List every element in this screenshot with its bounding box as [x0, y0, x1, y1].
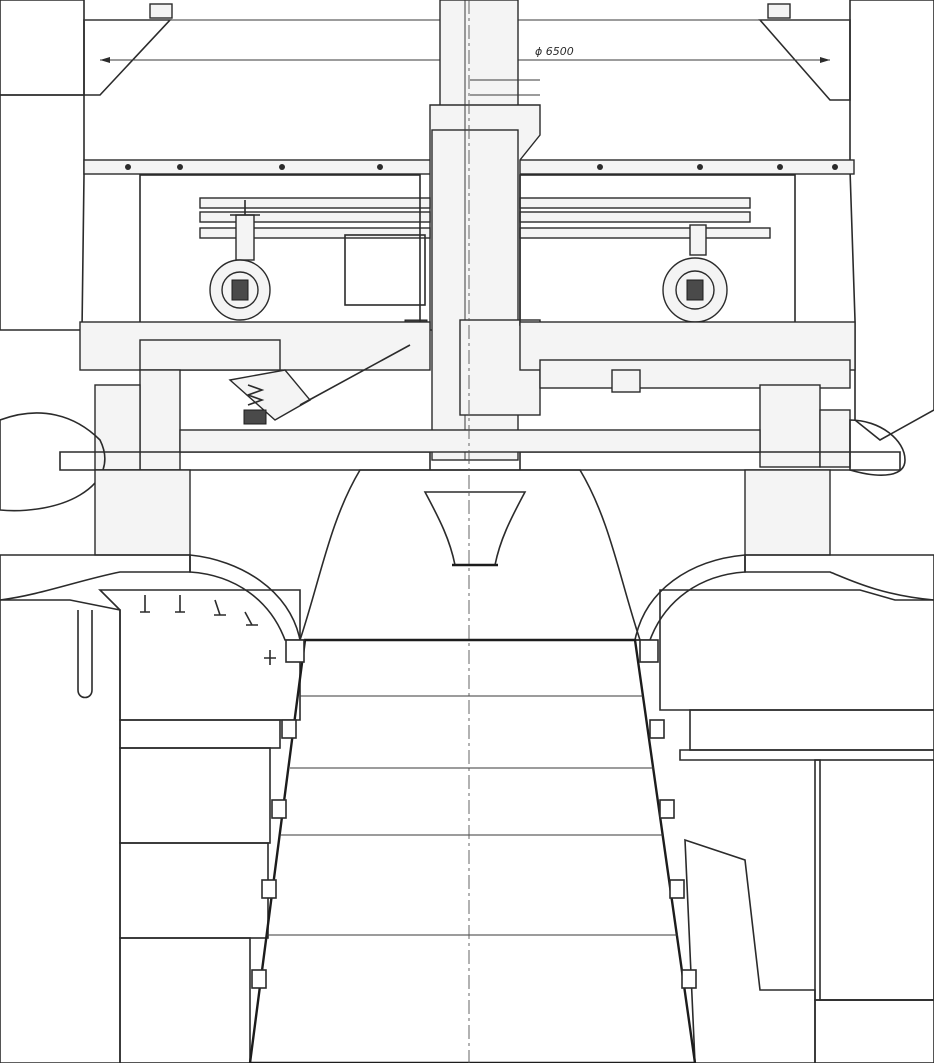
- right-block-inner: [814, 759, 934, 1001]
- left-discharge-ring: [189, 554, 301, 641]
- right-box-2: [819, 409, 851, 468]
- left-box: [344, 234, 426, 306]
- left-spring-actuator: [243, 409, 267, 425]
- right-linkage: [539, 359, 851, 389]
- left-stay-vane: [94, 469, 191, 556]
- right-foundation-upper: [659, 589, 934, 711]
- right-bracket-cap: [767, 3, 791, 19]
- right-liner-ribs: [639, 639, 697, 989]
- left-spiral-casing: [0, 412, 106, 512]
- right-valve-column: [689, 224, 707, 256]
- left-pipe-2: [199, 211, 431, 223]
- left-block-1: [119, 719, 281, 749]
- runner-cone: [423, 491, 527, 566]
- left-liner-ribs: [251, 639, 305, 989]
- right-piping: [519, 174, 796, 326]
- right-wall-upper: [849, 0, 934, 441]
- left-wall: [0, 0, 85, 96]
- left-block-2: [119, 747, 271, 844]
- right-stay-vane: [744, 469, 831, 556]
- left-valve-column: [235, 214, 255, 261]
- diameter-dimension: ϕ 6500: [535, 45, 574, 58]
- shaft-upper: [439, 0, 519, 111]
- right-servomotor-core: [686, 279, 704, 301]
- left-foundation: [0, 599, 121, 1063]
- right-gate-valve: [611, 369, 641, 393]
- right-block-2: [679, 749, 934, 1001]
- right-bottom-ring: [744, 554, 934, 601]
- left-pipe-1: [199, 197, 431, 209]
- dimension-arrow-right: [820, 57, 830, 63]
- left-bottom-ring: [0, 554, 191, 601]
- draft-tube: [248, 638, 697, 1063]
- runner-assembly: [0, 469, 934, 641]
- right-block-4: [814, 999, 934, 1063]
- left-stack-2: [94, 384, 141, 471]
- left-stack: [139, 369, 181, 471]
- upper-ring: [179, 429, 761, 453]
- right-block-3: [684, 838, 816, 1063]
- dimension-arrow-left: [100, 57, 110, 63]
- right-block-1: [689, 709, 934, 751]
- right-discharge-ring: [634, 554, 746, 641]
- left-linkage: [139, 339, 281, 371]
- left-valve-handle: [230, 200, 260, 216]
- left-bracket: [83, 19, 172, 96]
- anchor-bolts: [77, 595, 276, 699]
- right-pipe-1: [519, 197, 751, 209]
- beam-bolts: [125, 164, 838, 170]
- left-bracket-cap: [149, 3, 173, 19]
- left-piping: [139, 174, 431, 326]
- turbine-cover: [0, 412, 906, 512]
- left-servomotor-core: [231, 279, 249, 301]
- main-shaft: [404, 0, 541, 461]
- runner-crown: [298, 469, 642, 641]
- right-pipe-2: [519, 211, 751, 223]
- head-cover: [79, 321, 856, 471]
- left-block-3: [119, 842, 269, 939]
- left-block-4: [119, 937, 251, 1063]
- right-box: [759, 384, 821, 468]
- left-spring: [245, 384, 265, 406]
- left-inclined-linkage: [228, 369, 312, 421]
- left-pipe-3: [199, 227, 431, 239]
- right-spiral-casing: [849, 419, 906, 476]
- right-pipe-3: [519, 227, 771, 239]
- left-tie-rod: [299, 344, 411, 406]
- draft-tube-body: [248, 638, 697, 1063]
- left-wall-lower: [0, 94, 85, 331]
